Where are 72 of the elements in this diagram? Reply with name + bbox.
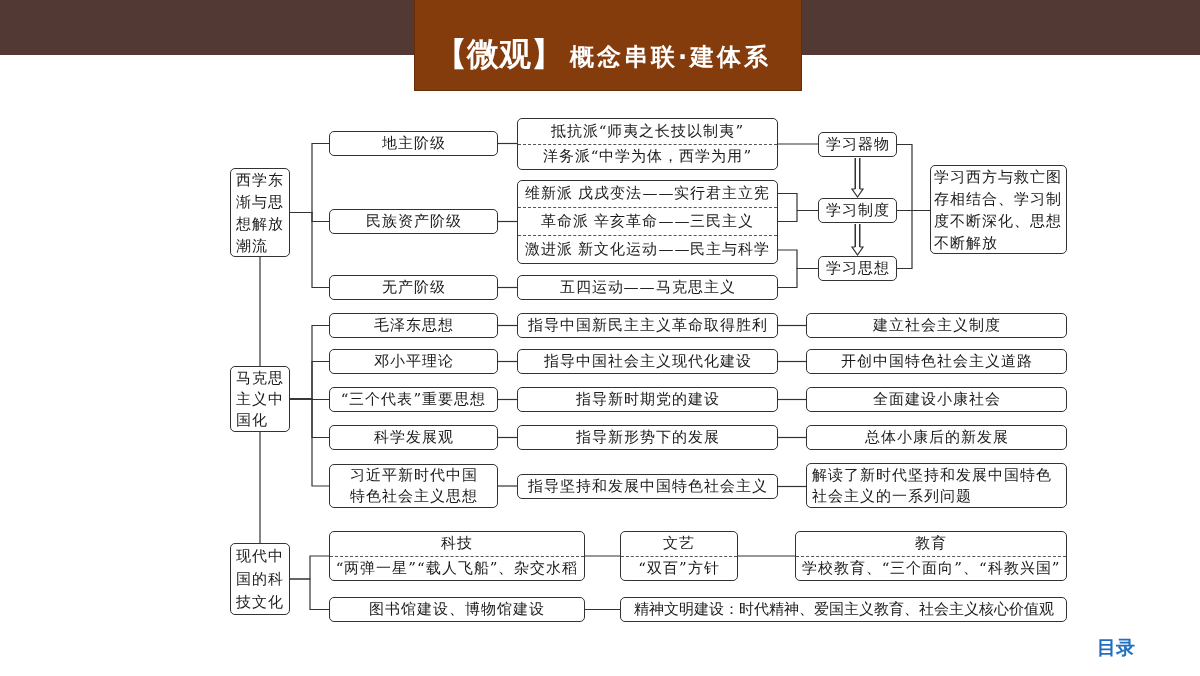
topic-box: 现代中国的科技文化 xyxy=(230,543,290,615)
connector-line xyxy=(737,555,796,557)
concept-box: 指导中国新民主主义革命取得胜利 xyxy=(517,313,778,338)
connector-line xyxy=(896,209,931,270)
concept-box: 毛泽东思想 xyxy=(329,313,498,338)
connector-line xyxy=(584,608,621,611)
topic-box: 西学东渐与思想解放潮流 xyxy=(230,168,290,257)
concept-box xyxy=(329,531,585,581)
connector-line xyxy=(497,324,518,327)
heading: 科技 xyxy=(440,533,474,554)
concept-box: 邓小平理论 xyxy=(329,349,498,374)
connector-line xyxy=(259,256,261,367)
connector-line xyxy=(777,398,807,401)
concept-box: 五四运动——马克思主义 xyxy=(517,275,778,300)
connector-line xyxy=(777,143,819,145)
concept-box: 图书馆建设、博物馆建设 xyxy=(329,597,585,622)
connector-line xyxy=(777,485,807,488)
concept-box: 学习器物 xyxy=(818,132,897,157)
connector-line xyxy=(289,211,330,289)
concept-box: 指导坚持和发展中国特色社会主义 xyxy=(517,474,778,499)
description: “两弹一星”“载人飞船”、杂交水稻 xyxy=(330,555,584,580)
concept-box: 民族资产阶级 xyxy=(329,209,498,234)
entry-text: 维新派 戊戌变法——实行君主立宪 xyxy=(523,183,772,205)
heading: 文艺 xyxy=(662,533,696,554)
concept-box: 总体小康后的新发展 xyxy=(806,425,1067,450)
connector-line xyxy=(497,398,518,401)
concept-box: 建立社会主义制度 xyxy=(806,313,1067,338)
connector-line xyxy=(777,192,819,223)
title: 【微观】 xyxy=(435,38,563,70)
entry-text: 洋务派“中学为体，西学为用” xyxy=(518,143,777,169)
connector-line xyxy=(777,436,807,439)
concept-box: 习近平新时代中国特色社会主义思想 xyxy=(329,464,498,508)
concept-box xyxy=(620,531,738,581)
concept-box: 精神文明建设：时代精神、爱国主义教育、社会主义核心价值观 xyxy=(620,597,1067,622)
connector-line xyxy=(259,431,261,544)
connector-line xyxy=(497,220,518,223)
entry-text: 革命派 辛亥革命——三民主义 xyxy=(518,206,777,236)
subtitle: 概念串联·建体系 xyxy=(570,45,772,69)
connector-line xyxy=(497,142,518,145)
connector-line xyxy=(497,485,518,487)
concept-box: 指导中国社会主义现代化建设 xyxy=(517,349,778,374)
concept-box xyxy=(517,180,778,264)
heading: 教育 xyxy=(914,533,948,554)
concept-box: 无产阶级 xyxy=(329,275,498,300)
connector-line xyxy=(289,578,330,611)
connector-line xyxy=(777,360,807,363)
concept-box: 解读了新时代坚持和发展中国特色社会主义的一系列问题 xyxy=(806,463,1067,508)
connector-line xyxy=(584,555,621,557)
topic-box: 马克思主义中国化 xyxy=(230,366,290,432)
contents-link: 目录 xyxy=(1097,637,1135,658)
connector-line xyxy=(497,360,518,363)
concept-box: 指导新形势下的发展 xyxy=(517,425,778,450)
concept-box: 地主阶级 xyxy=(329,131,498,156)
concept-box xyxy=(517,118,778,170)
concept-box: 科学发展观 xyxy=(329,425,498,450)
connector-line xyxy=(777,324,807,327)
concept-box: 学习思想 xyxy=(818,256,897,281)
connector-line xyxy=(289,398,330,487)
concept-box: 指导新时期党的建设 xyxy=(517,387,778,412)
concept-box: 学习制度 xyxy=(818,198,897,223)
concept-box xyxy=(795,531,1067,581)
connector-line xyxy=(777,267,819,289)
entry-text: 激进派 新文化运动——民主与科学 xyxy=(518,235,777,263)
description: “双百”方针 xyxy=(621,555,737,580)
summary-box: 学习西方与救亡图存相结合、学习制度不断深化、思想不断解放 xyxy=(930,165,1067,254)
concept-box: 开创中国特色社会主义道路 xyxy=(806,349,1067,374)
connector-line xyxy=(497,286,518,289)
connector-line xyxy=(497,436,518,439)
description: 学校教育、“三个面向”、“科教兴国” xyxy=(796,555,1066,580)
concept-box: “三个代表”重要思想 xyxy=(329,387,498,412)
entry-text: 抵抗派“师夷之长技以制夷” xyxy=(549,120,746,142)
concept-box: 全面建设小康社会 xyxy=(806,387,1067,412)
